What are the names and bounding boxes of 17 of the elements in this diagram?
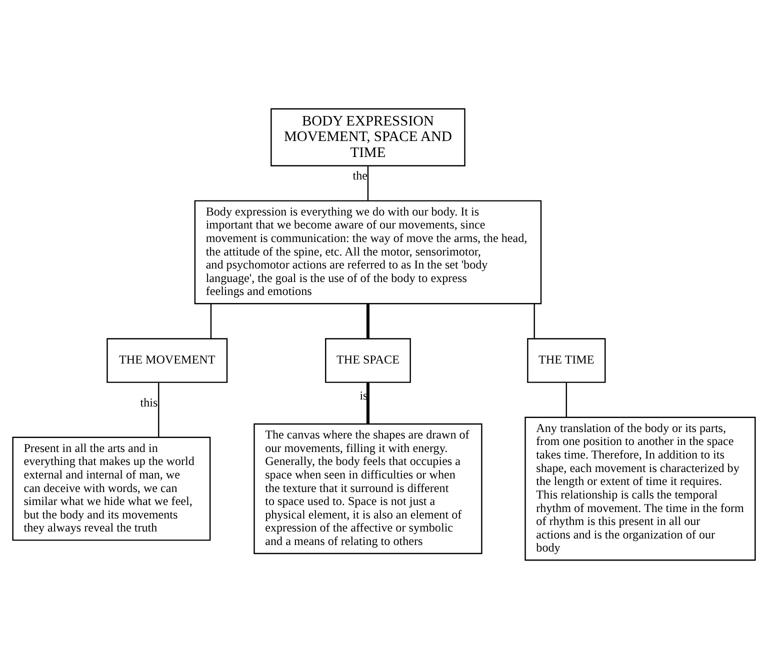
edge-label: this bbox=[140, 395, 158, 410]
connector bbox=[366, 304, 370, 338]
connector bbox=[566, 382, 567, 418]
edge-label: the bbox=[352, 168, 368, 183]
node-box: The canvas where the shapes are drawn of our movements, filling it with energy. Generally, the body feels that occupies a space when seen in difficulties or when the texture that it surround is different to space used to. Space is not just a physical element, it is also an element of expression of the affective or symbolic and a means of relating to others bbox=[254, 423, 482, 554]
node-box: THE TIME bbox=[527, 338, 606, 383]
connector bbox=[158, 382, 160, 437]
connector bbox=[534, 304, 535, 338]
node-box: Present in all the arts and in everything that makes up the world external and internal of man, we can deceive with words, we can similar what we hide what we feel, but the body and its movements they always reveal the truth bbox=[12, 436, 211, 541]
node-box: BODY EXPRESSION MOVEMENT, SPACE AND TIME bbox=[270, 108, 466, 166]
connector bbox=[210, 304, 212, 338]
node-box: Any translation of the body or its parts, from one position to another in the space takes time. Therefore, In addition to its shape, each movement is characterized by the length or extent of time it requires. This relationship is calls the temporal rhythm of movement. The time in the form of rhythm is this present in all our actions and is the organization of our body bbox=[524, 416, 756, 561]
node-box: THE SPACE bbox=[325, 338, 411, 383]
connector bbox=[367, 166, 369, 200]
node-box: Body expression is everything we do with our body. It is important that we become aware of our movements, since movement is communication: the way of move the arms, the head, the attitude of the spine, etc. All the motor, sensorimotor, and psychomotor actions are referred to as In the set 'body language', the goal is the use of of the body to express feelings and emotions bbox=[194, 200, 542, 304]
connector bbox=[366, 382, 370, 424]
node-box: THE MOVEMENT bbox=[106, 338, 228, 383]
